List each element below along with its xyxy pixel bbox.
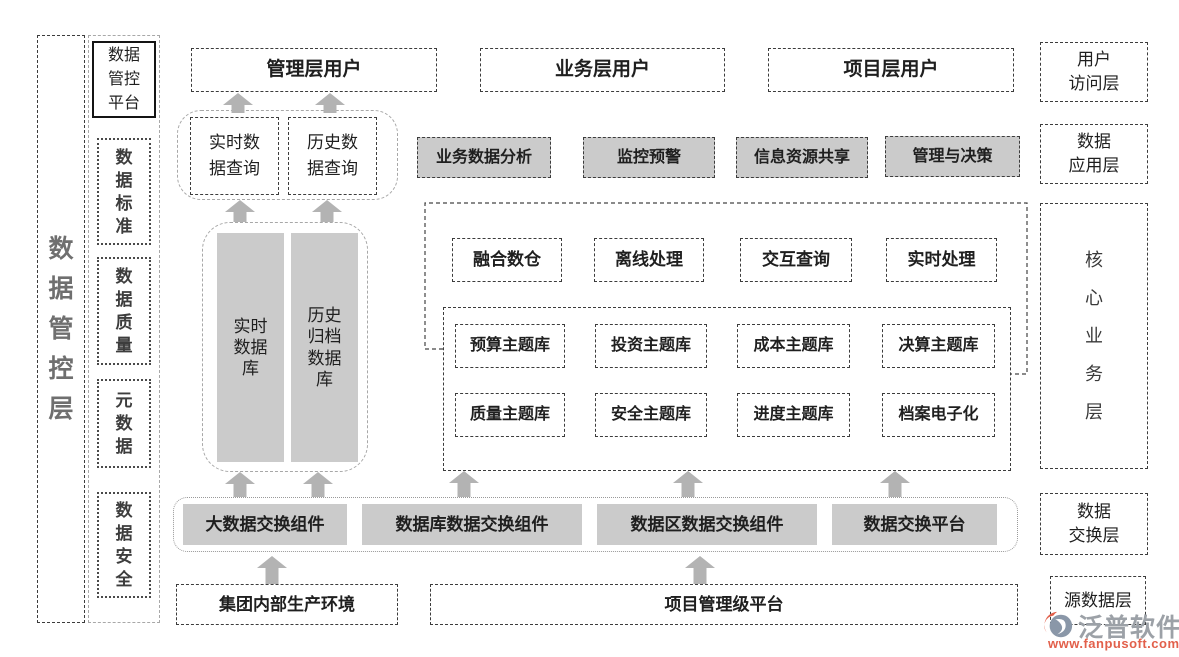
arrow-up-icon [303,472,333,497]
logo-url-link[interactable]: www.fanpusoft.com [1048,636,1179,651]
exchange-box-platform: 数据交换平台 [832,504,997,545]
theme-box-quality: 质量主题库 [455,393,565,437]
arrow-up-icon [880,471,910,497]
platform-item-metadata: 元 数 据 [97,379,151,468]
app-box-monitor-warning: 监控预警 [583,137,715,178]
arrow-up-icon [225,200,255,222]
exchange-box-datazone: 数据区数据交换组件 [597,504,817,545]
arrow-up-icon [449,471,479,497]
theme-box-final-accounts: 决算主题库 [882,324,995,368]
layer-label-core-business: 核 心 业 务 层 [1040,203,1148,469]
layer-label-data-exchange: 数据 交换层 [1040,493,1148,555]
core-box-offline-processing: 离线处理 [594,238,704,282]
user-box-business: 业务层用户 [480,48,725,92]
user-box-project: 项目层用户 [768,48,1014,92]
fanpu-logo-icon [1044,611,1073,638]
core-box-realtime-processing: 实时处理 [886,238,997,282]
theme-box-safety: 安全主题库 [595,393,707,437]
arrow-up-icon [673,471,703,497]
exchange-box-database: 数据库数据交换组件 [362,504,582,545]
db-box-history-archive: 历史 归档 数据 库 [291,233,358,462]
user-box-management: 管理层用户 [191,48,437,92]
arrow-up-icon [312,200,342,222]
logo-brand-text: 泛普软件 [1078,614,1179,642]
query-box-realtime: 实时数 据查询 [190,117,279,195]
arrow-up-icon [685,556,715,584]
layer-bar-data-governance: 数 据 管 控 层 [37,35,85,623]
theme-box-progress: 进度主题库 [737,393,850,437]
source-box-project-platform: 项目管理级平台 [430,584,1018,625]
query-box-history: 历史数 据查询 [288,117,377,195]
app-box-info-sharing: 信息资源共享 [736,137,868,178]
theme-box-archive-digitization: 档案电子化 [882,393,995,437]
core-box-interactive-query: 交互查询 [740,238,852,282]
platform-item-data-security: 数 据 安 全 [97,492,151,598]
arrow-up-icon [225,472,255,497]
arrow-up-icon [257,556,287,584]
platform-item-data-quality: 数 据 质 量 [97,257,151,365]
app-box-management-decision: 管理与决策 [885,136,1020,177]
platform-item-data-standard: 数 据 标 准 [97,138,151,245]
exchange-box-bigdata: 大数据交换组件 [183,504,347,545]
vendor-logo: 泛普软件 www.fanpusoft.com [1042,608,1179,654]
layer-label-user-access: 用户 访问层 [1040,42,1148,102]
source-box-group-env: 集团内部生产环境 [176,584,398,625]
theme-box-cost: 成本主题库 [737,324,850,368]
db-box-realtime: 实时 数据 库 [217,233,284,462]
theme-box-budget: 预算主题库 [455,324,565,368]
platform-title-box: 数据 管控 平台 [92,41,156,118]
theme-box-investment: 投资主题库 [595,324,707,368]
app-box-business-analysis: 业务数据分析 [417,137,551,178]
core-box-fusion-warehouse: 融合数仓 [452,238,562,282]
layer-label-data-application: 数据 应用层 [1040,124,1148,184]
